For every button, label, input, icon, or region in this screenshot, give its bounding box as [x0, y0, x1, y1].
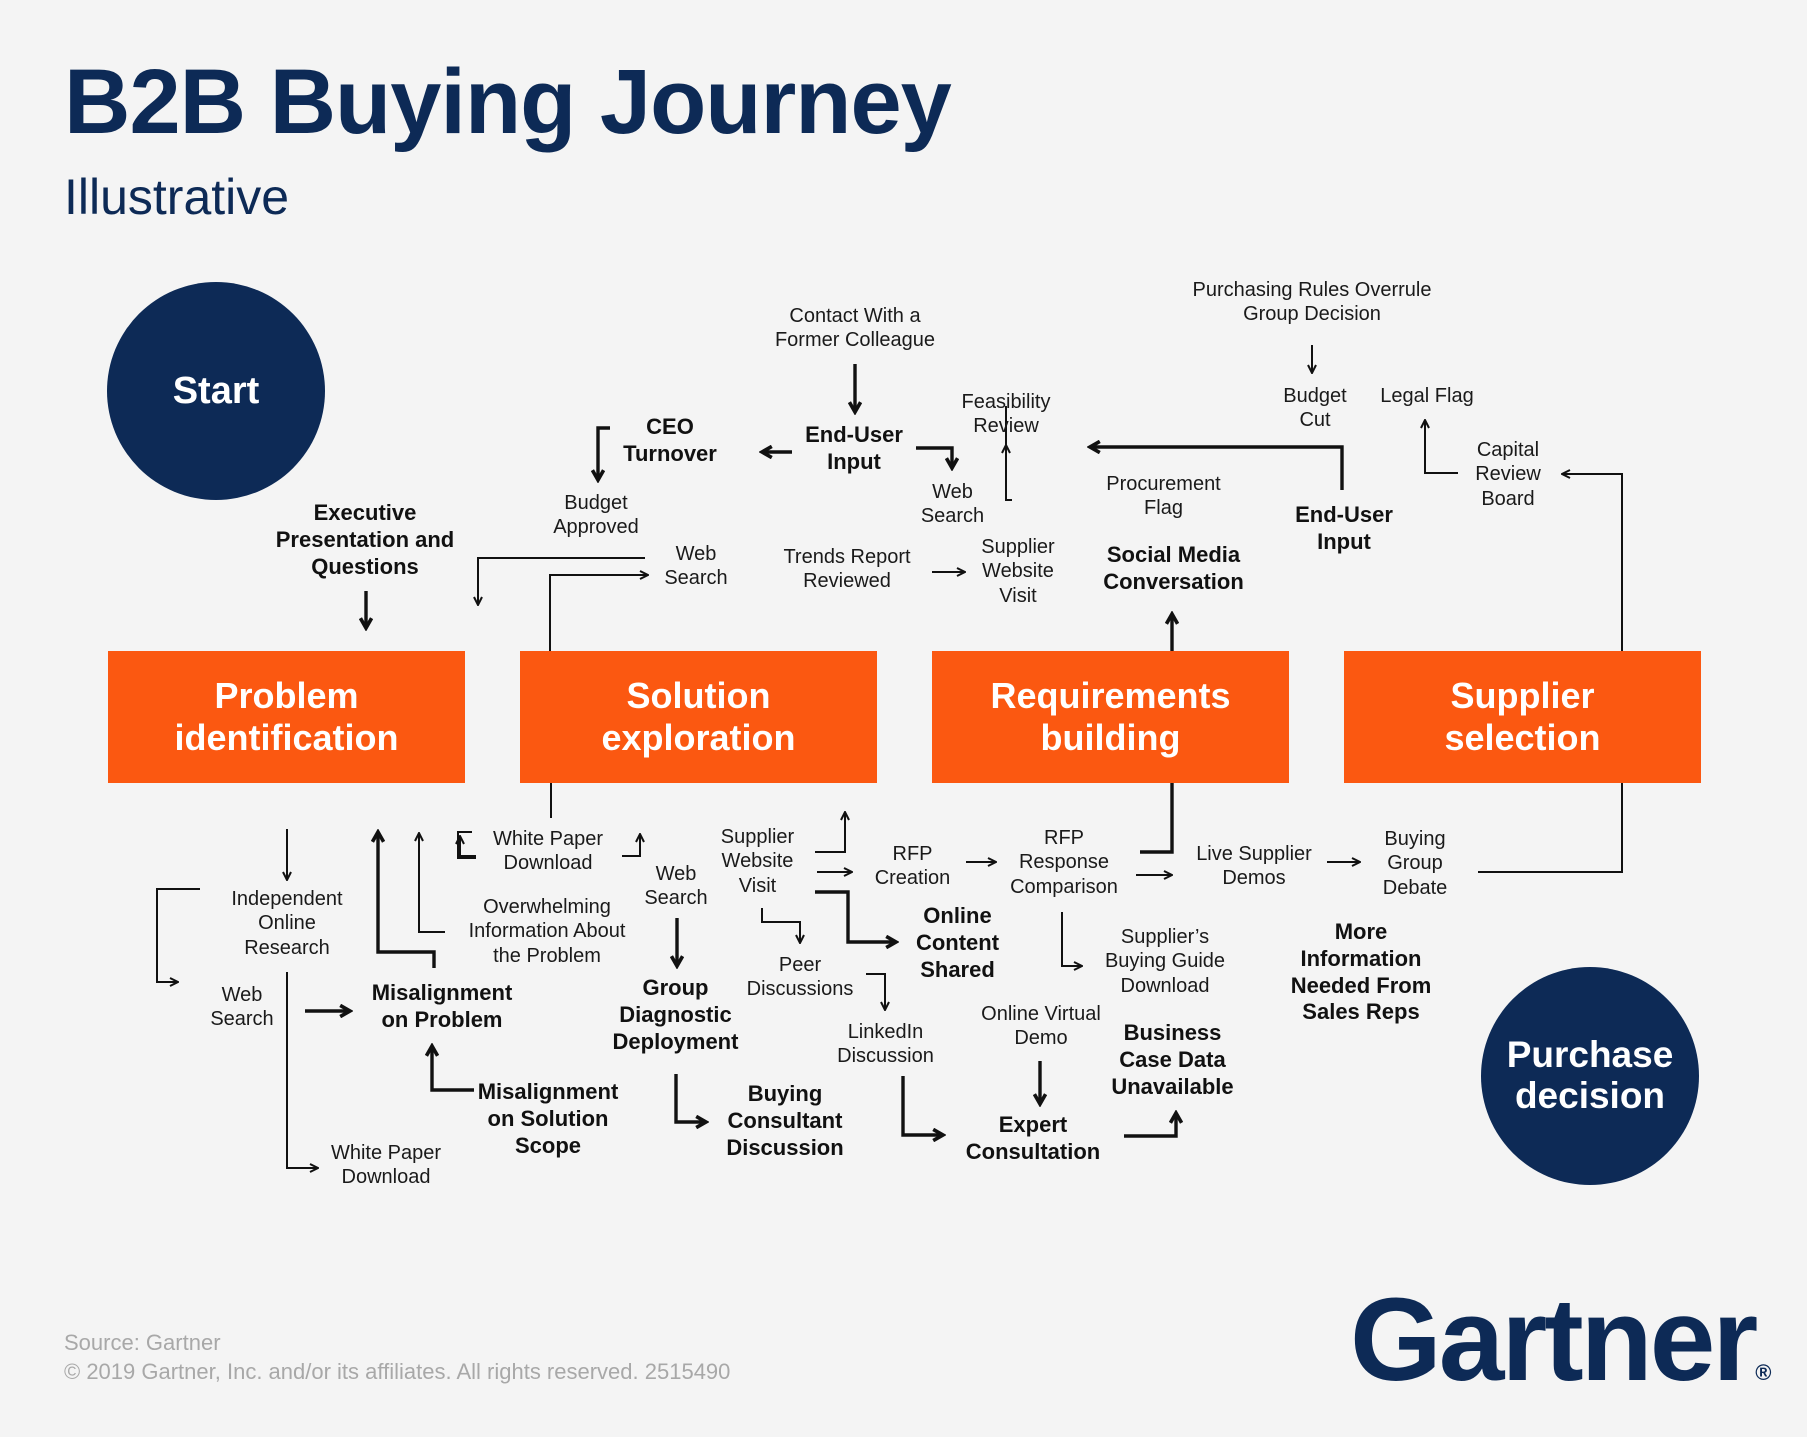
legal-flag-label: Legal Flag — [1380, 385, 1474, 407]
business-case-label: Business Case Data Unavailable — [1111, 1020, 1234, 1099]
group-diagnostic-label: Group Diagnostic Deployment — [612, 975, 739, 1054]
web-search-label-1: Web Search — [920, 481, 985, 528]
end-user-input-label-2: End-User Input — [1295, 502, 1393, 554]
stage-requirements-building: Requirements building — [932, 651, 1289, 783]
more-info-label: More Information Needed From Sales Reps — [1290, 919, 1432, 1025]
stage-supplier-selection: Supplier selection — [1344, 651, 1701, 783]
ceo-turnover-label: CEO Turnover — [623, 414, 717, 466]
rfp-response-label: RFP Response Comparison — [1010, 827, 1118, 898]
registered-mark: ® — [1755, 1360, 1772, 1385]
misalignment-problem-label: Misalignment on Problem — [371, 980, 513, 1032]
page-subtitle: Illustrative — [64, 169, 290, 225]
buying-consultant-label: Buying Consultant Discussion — [726, 1081, 844, 1160]
buying-group-debate-label: Buying Group Debate — [1382, 828, 1448, 899]
buying-guide-label: Supplier’s Buying Guide Download — [1104, 926, 1226, 997]
gartner-logo: Gartner® — [1350, 1272, 1771, 1408]
start-label: Start — [172, 369, 260, 412]
expert-consultation-label: Expert Consultation — [965, 1112, 1101, 1164]
overwhelming-info-label: Overwhelming Information About the Probl… — [468, 896, 626, 967]
contact-colleague-label: Contact With a Former Colleague — [774, 305, 936, 352]
end-user-input-label-1: End-User Input — [805, 422, 903, 474]
executive-presentation-label: Executive Presentation and Questions — [275, 500, 455, 579]
linkedin-label: LinkedIn Discussion — [837, 1021, 934, 1068]
supplier-website-label-1: Supplier Website Visit — [981, 536, 1055, 607]
trends-report-label: Trends Report Reviewed — [783, 546, 911, 593]
online-content-label: Online Content Shared — [915, 903, 1000, 982]
start-circle: Start — [107, 282, 325, 500]
source-text: Source: Gartner — [64, 1330, 221, 1355]
stage-problem-identification: Problem identification — [108, 651, 465, 783]
supplier-website-label-2: Supplier Website Visit — [720, 826, 795, 897]
web-search-label-2: Web Search — [664, 543, 728, 590]
purchase-decision-label: Purchase decision — [1506, 1034, 1674, 1116]
page-title: B2B Buying Journey — [64, 51, 952, 153]
live-demos-label: Live Supplier Demos — [1196, 843, 1312, 890]
web-search-label-4: Web Search — [644, 863, 708, 910]
web-search-label-3: Web Search — [210, 984, 274, 1031]
white-paper-label-2: White Paper Download — [492, 828, 604, 875]
rfp-creation-label: RFP Creation — [874, 843, 951, 890]
purchase-decision-circle: Purchase decision — [1481, 967, 1699, 1185]
white-paper-label-1: White Paper Download — [330, 1142, 442, 1189]
online-demo-label: Online Virtual Demo — [981, 1003, 1101, 1050]
capital-review-label: Capital Review Board — [1475, 439, 1541, 510]
procurement-flag-label: Procurement Flag — [1106, 473, 1221, 520]
misalignment-scope-label: Misalignment on Solution Scope — [477, 1079, 619, 1158]
feasibility-review-label: Feasibility Review — [961, 391, 1051, 438]
budget-approved-label: Budget Approved — [553, 492, 639, 539]
peer-discussions-label: Peer Discussions — [746, 954, 854, 1001]
copyright-text: © 2019 Gartner, Inc. and/or its affiliat… — [64, 1359, 731, 1384]
stage-solution-exploration: Solution exploration — [520, 651, 877, 783]
gartner-logo-text: Gartner — [1350, 1274, 1758, 1406]
budget-cut-label: Budget Cut — [1283, 385, 1347, 432]
independent-research-label: Independent Online Research — [231, 888, 343, 959]
purchasing-rules-label: Purchasing Rules Overrule Group Decision — [1192, 279, 1432, 326]
social-media-label: Social Media Conversation — [1103, 542, 1244, 594]
